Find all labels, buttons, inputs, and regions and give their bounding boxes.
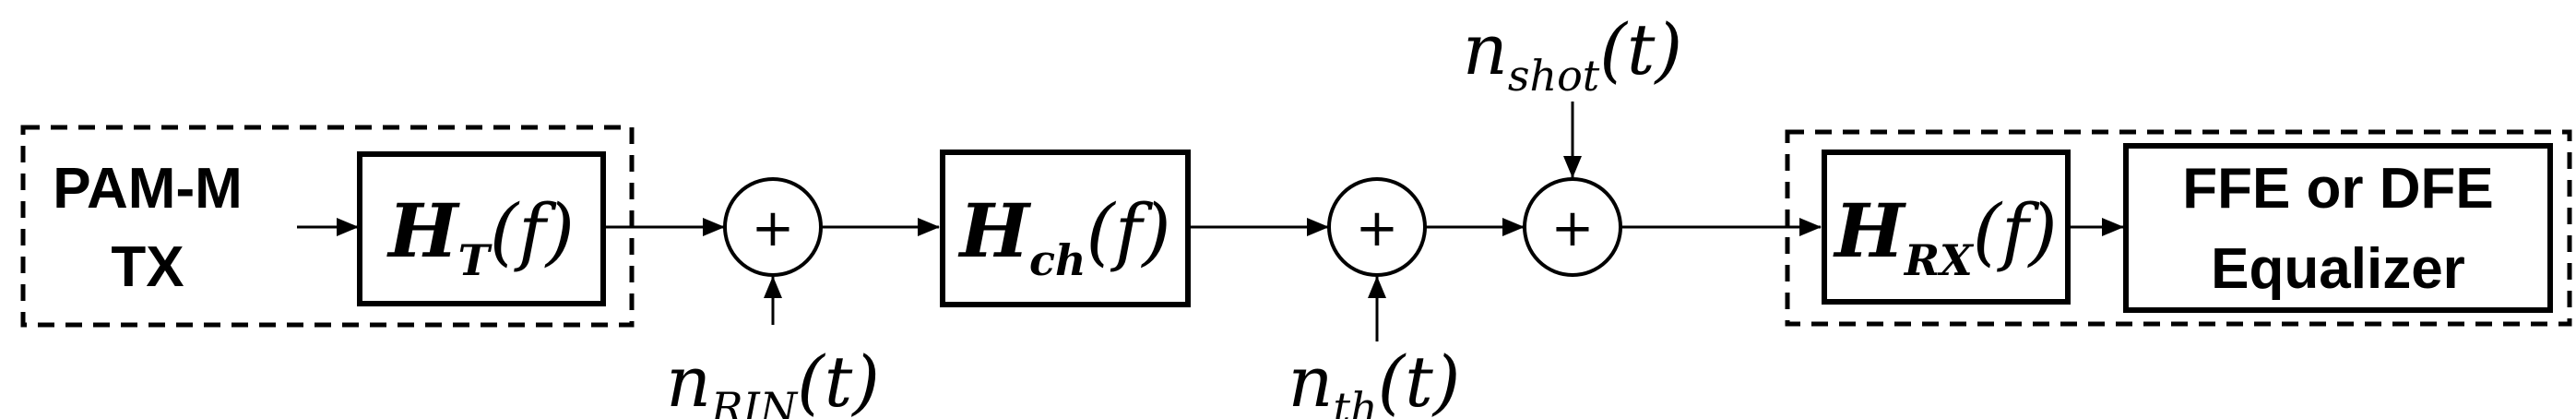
ht-block xyxy=(357,151,606,306)
summer-shot-plus: + xyxy=(1551,198,1595,258)
tx-label-line1: PAM-M xyxy=(53,157,242,221)
ht-label: HT(f) xyxy=(386,187,575,285)
summer-rin-plus: + xyxy=(752,198,795,258)
hch-block xyxy=(940,150,1191,307)
equalizer-block xyxy=(2123,143,2553,313)
equalizer-label-line1: FFE or DFE xyxy=(2182,157,2494,221)
equalizer-label-line2: Equalizer xyxy=(2211,237,2465,301)
noise-th-label: nth(t) xyxy=(1288,341,1461,419)
noise-rin-label: nRIN(t) xyxy=(666,341,880,419)
hrx-block xyxy=(1822,150,2071,305)
receiver-group xyxy=(1785,129,2572,327)
hrx-label: HRX(f) xyxy=(1833,187,2058,285)
summer-th-plus: + xyxy=(1356,198,1399,258)
tx-label-line2: TX xyxy=(111,235,184,299)
hch-label: Hch(f) xyxy=(957,187,1170,285)
noise-shot-label: nshot(t) xyxy=(1463,8,1682,101)
